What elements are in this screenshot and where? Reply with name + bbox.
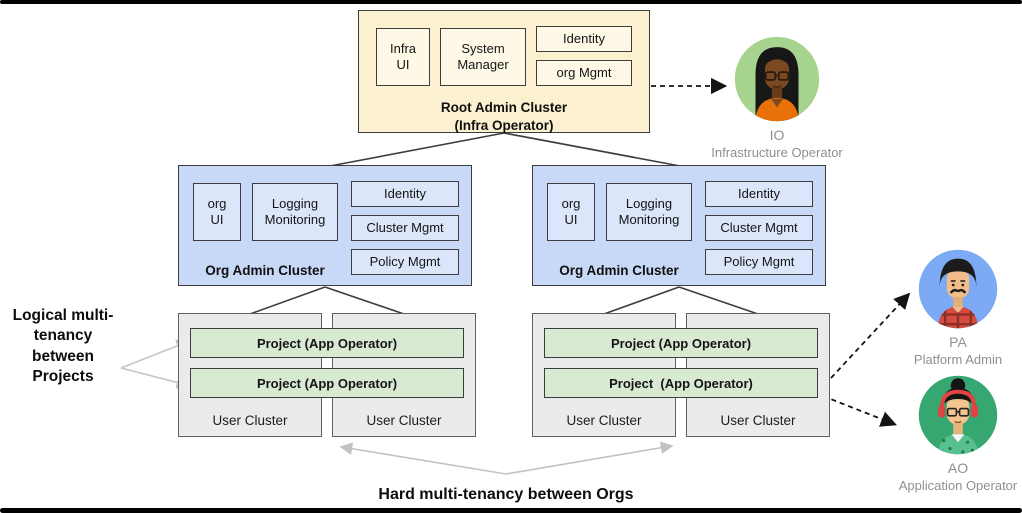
hard-tenancy-annotation: Hard multi-tenancy between Orgs — [378, 486, 634, 503]
component-identity: Identity — [536, 26, 632, 52]
user-cluster-label: User Cluster — [366, 413, 442, 428]
persona-code: IO — [769, 127, 785, 143]
component-identity: Identity — [351, 181, 459, 207]
arrow-hard-tenancy — [339, 441, 674, 475]
component-label: Identity — [738, 185, 780, 201]
user-cluster-label: User Cluster — [212, 413, 288, 428]
top-border-bar — [0, 0, 1022, 4]
persona-role: Infrastructure Operator — [711, 145, 843, 160]
component-label: System Manager — [457, 40, 509, 72]
edge-orgright-to-uc1 — [603, 286, 680, 315]
component-policy-mgmt: Policy Mgmt — [351, 249, 459, 275]
arrow-project-to-ao — [822, 395, 898, 427]
persona-code: PA — [949, 334, 967, 350]
component-system-manager: System Manager — [440, 28, 526, 86]
component-org-mgmt: org Mgmt — [536, 60, 632, 86]
user-cluster-label: User Cluster — [720, 413, 796, 428]
user-cluster-label: User Cluster — [566, 413, 642, 428]
component-logging-monitoring: Logging Monitoring — [252, 183, 338, 241]
edge-orgleft-to-uc1 — [249, 286, 326, 315]
org-admin-cluster-left: org UI Logging Monitoring Identity Clust… — [178, 165, 472, 286]
component-label: Infra UI — [389, 40, 416, 72]
pa-avatar — [918, 249, 998, 329]
user-cluster-group-right: User Cluster User Cluster Project (App O… — [532, 313, 830, 437]
persona-io: IO Infrastructure Operator — [707, 36, 847, 160]
project-bar: Project (App Operator) — [544, 328, 818, 358]
edge-orgright-to-uc2 — [678, 286, 759, 315]
component-label: Cluster Mgmt — [720, 219, 798, 235]
component-label: Logging Monitoring — [618, 195, 680, 227]
ao-avatar — [918, 375, 998, 455]
persona-role: Platform Admin — [913, 352, 1003, 367]
org-admin-cluster-right: org UI Logging Monitoring Identity Clust… — [532, 165, 826, 286]
component-infra-ui: Infra UI — [376, 28, 430, 86]
component-logging-monitoring: Logging Monitoring — [606, 183, 692, 241]
component-label: Policy Mgmt — [723, 253, 795, 269]
persona-pa: PA Platform Admin — [893, 249, 1022, 367]
io-avatar — [734, 36, 820, 122]
user-cluster-group-left: User Cluster User Cluster Project (App O… — [178, 313, 476, 437]
root-cluster-label-line2: (Infra Operator) — [454, 117, 554, 133]
component-org-ui: org UI — [193, 183, 241, 241]
persona-ao: AO Application Operator — [893, 375, 1022, 493]
edge-root-to-org-left — [329, 132, 505, 167]
edge-orgleft-to-uc2 — [324, 286, 405, 315]
component-label: org UI — [561, 195, 581, 227]
project-bar: Project (App Operator) — [544, 368, 818, 398]
org-cluster-label: Org Admin Cluster — [559, 263, 679, 278]
component-label: Logging Monitoring — [264, 195, 326, 227]
component-label: org UI — [207, 195, 227, 227]
persona-role: Application Operator — [898, 478, 1018, 493]
component-label: org Mgmt — [556, 64, 612, 80]
component-label: Identity — [563, 30, 605, 46]
persona-code: AO — [947, 460, 969, 476]
project-bar: Project (App Operator) — [190, 368, 464, 398]
logical-tenancy-annotation: Logical multi-tenancy between Projects — [12, 307, 114, 386]
component-policy-mgmt: Policy Mgmt — [705, 249, 813, 275]
component-label: Policy Mgmt — [369, 253, 441, 269]
component-cluster-mgmt: Cluster Mgmt — [351, 215, 459, 241]
root-admin-cluster: Infra UI System Manager Identity org Mgm… — [358, 10, 650, 133]
component-org-ui: org UI — [547, 183, 595, 241]
root-cluster-label: Root Admin Cluster (Infra Operator) — [359, 99, 649, 134]
root-cluster-label-line1: Root Admin Cluster — [440, 100, 568, 115]
component-label: Cluster Mgmt — [366, 219, 444, 235]
bottom-border-bar — [0, 508, 1022, 513]
component-label: Identity — [384, 185, 426, 201]
component-identity: Identity — [705, 181, 813, 207]
project-bar: Project (App Operator) — [190, 328, 464, 358]
org-cluster-label: Org Admin Cluster — [205, 263, 325, 278]
edge-root-to-org-right — [503, 132, 681, 167]
component-cluster-mgmt: Cluster Mgmt — [705, 215, 813, 241]
